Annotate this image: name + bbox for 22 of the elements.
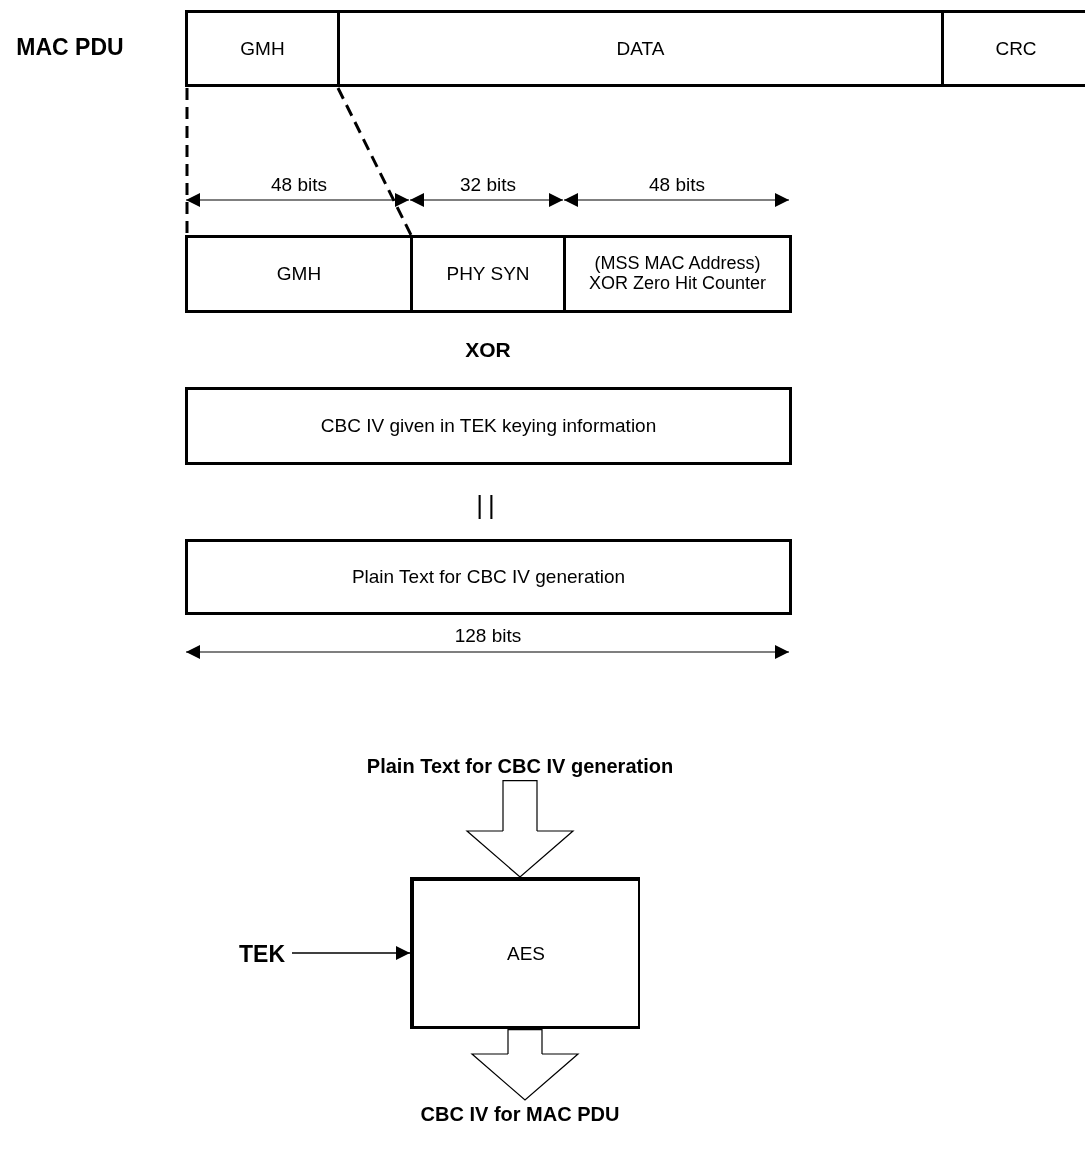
dimension-label: 128 bits [454, 625, 522, 647]
output-label: CBC IV for MAC PDU [360, 1100, 680, 1128]
dimension-label: 32 bits [460, 174, 516, 196]
field-box: CBC IV given in TEK keying information [185, 387, 792, 465]
input-label: TEK [232, 940, 292, 968]
field-cell: GMH [185, 10, 340, 87]
block-title: Plain Text for CBC IV generation [310, 752, 730, 780]
field-cell: GMH [185, 235, 413, 313]
dimension-label: 48 bits [271, 174, 327, 196]
field-cell: CRC [944, 10, 1085, 87]
concatenation-symbol: || [476, 490, 500, 521]
dashed-line [185, 88, 189, 235]
dimension-label: 48 bits [649, 174, 705, 196]
field-cell: (MSS MAC Address) XOR Zero Hit Counter [566, 235, 792, 313]
field-cell: PHY SYN [413, 235, 566, 313]
dashed-line [336, 87, 413, 236]
field-box: Plain Text for CBC IV generation [185, 539, 792, 615]
process-box: AES [410, 877, 640, 1029]
operator-label: XOR [465, 338, 511, 362]
field-cell: DATA [340, 10, 944, 87]
row-label: MAC PDU [16, 34, 124, 61]
arrow [291, 946, 411, 960]
